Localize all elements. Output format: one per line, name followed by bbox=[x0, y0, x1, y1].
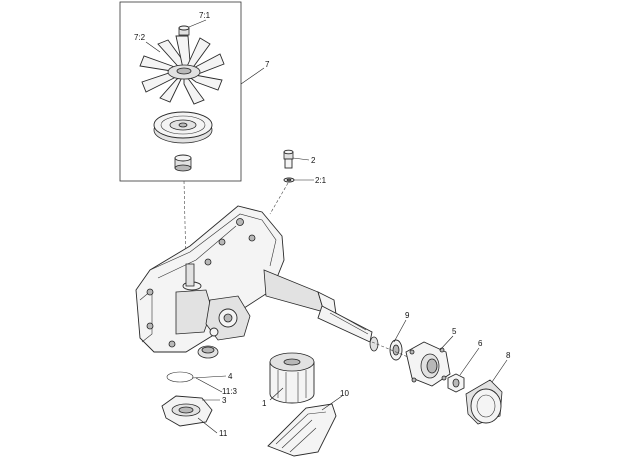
fitting-axis-line bbox=[269, 182, 289, 215]
callout-5: 5 bbox=[452, 327, 457, 336]
wheel-hub bbox=[405, 341, 451, 387]
callout-4: 4 bbox=[228, 372, 233, 381]
oil-filter bbox=[269, 352, 315, 404]
hub-nut bbox=[447, 373, 465, 393]
callout-7-2: 7:2 bbox=[134, 33, 146, 42]
callout-9: 9 bbox=[405, 311, 410, 320]
filter-base bbox=[161, 395, 213, 427]
filter-o-ring bbox=[166, 371, 194, 383]
callout-10: 10 bbox=[340, 389, 349, 398]
fitting-washer bbox=[283, 177, 295, 183]
callout-2: 2 bbox=[311, 156, 316, 165]
callout-11: 11 bbox=[219, 429, 228, 438]
axle-axis-line bbox=[371, 341, 421, 363]
callout-7: 7 bbox=[265, 60, 270, 69]
breather-fitting bbox=[283, 149, 294, 169]
drive-pulley bbox=[153, 111, 213, 144]
hub-cap bbox=[465, 379, 503, 425]
axle-seal bbox=[369, 336, 403, 361]
fan-assembly-detail-box bbox=[119, 1, 242, 182]
callout-2-1: 2:1 bbox=[315, 176, 327, 185]
callout-leaders bbox=[145, 19, 508, 434]
callout-11-3: 11:3 bbox=[222, 387, 238, 396]
cooling-fan bbox=[139, 35, 225, 105]
transaxle-housing bbox=[135, 205, 373, 359]
filter-guard bbox=[267, 403, 337, 457]
callout-8: 8 bbox=[506, 351, 511, 360]
callout-1: 1 bbox=[262, 399, 267, 408]
callout-7-1: 7:1 bbox=[199, 11, 211, 20]
callout-6: 6 bbox=[478, 339, 483, 348]
pulley-hub bbox=[174, 154, 192, 172]
fan-cap bbox=[178, 25, 190, 36]
callout-3: 3 bbox=[222, 396, 227, 405]
